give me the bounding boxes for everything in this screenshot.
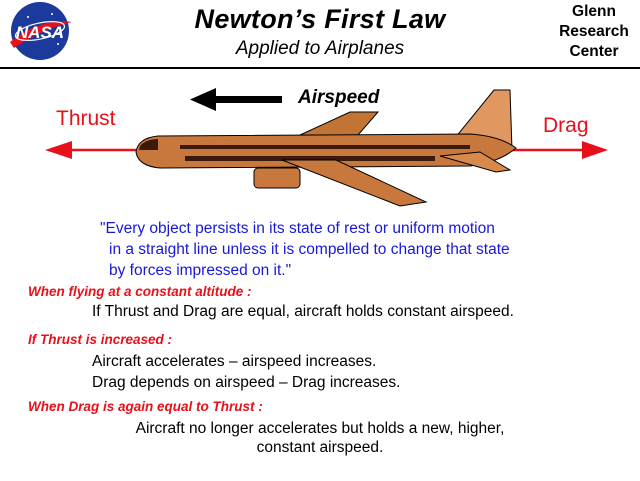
section-text-constant-altitude: If Thrust and Drag are equal, aircraft h…: [92, 303, 514, 320]
airplane: [135, 89, 517, 207]
window-stripe: [180, 145, 470, 149]
page-subtitle: Applied to Airplanes: [235, 38, 405, 59]
newton-quote: "Every object persists in its state of r…: [100, 218, 620, 281]
quote-line-3: by forces impressed on it.": [109, 262, 292, 279]
section-heading-constant-altitude: When flying at a constant altitude :: [28, 284, 252, 299]
section-text-thrust-increased-2: Drag depends on airspeed – Drag increase…: [92, 374, 401, 391]
nasa-logo-text: NASA: [16, 23, 64, 42]
page-title: Newton’s First Law: [194, 4, 446, 34]
section-text-thrust-increased-1: Aircraft accelerates – airspeed increase…: [92, 353, 377, 370]
lower-stripe: [185, 156, 435, 161]
thrust-label: Thrust: [56, 107, 116, 130]
horizontal-stabilizer: [439, 151, 512, 173]
section-heading-thrust-increased: If Thrust is increased :: [28, 332, 173, 347]
nasa-logo: NASA: [10, 2, 72, 60]
header-divider: [0, 67, 640, 69]
airspeed-arrow: [190, 88, 282, 111]
section-text-drag-equal-1: Aircraft no longer accelerates but holds…: [135, 420, 505, 437]
center-name-line-2: Research: [559, 23, 629, 40]
center-name: Glenn Research Center: [548, 2, 640, 62]
quote-line-1: "Every object persists in its state of r…: [100, 220, 495, 237]
thrust-arrow: [45, 141, 148, 159]
section-heading-drag-equal: When Drag is again equal to Thrust :: [28, 399, 263, 414]
drag-arrow: [512, 141, 608, 159]
center-name-line-3: Center: [569, 43, 619, 60]
drag-label: Drag: [543, 114, 589, 137]
engine: [253, 167, 301, 189]
section-text-drag-equal-2: constant airspeed.: [256, 439, 384, 456]
quote-line-2: in a straight line unless it is compelle…: [109, 241, 510, 258]
far-wing: [299, 111, 380, 136]
center-name-line-1: Glenn: [572, 3, 616, 20]
section-text-drag-equal: Aircraft no longer accelerates but holds…: [90, 419, 550, 457]
cockpit: [139, 139, 158, 150]
near-wing: [281, 159, 428, 207]
airspeed-label: Airspeed: [298, 87, 380, 108]
